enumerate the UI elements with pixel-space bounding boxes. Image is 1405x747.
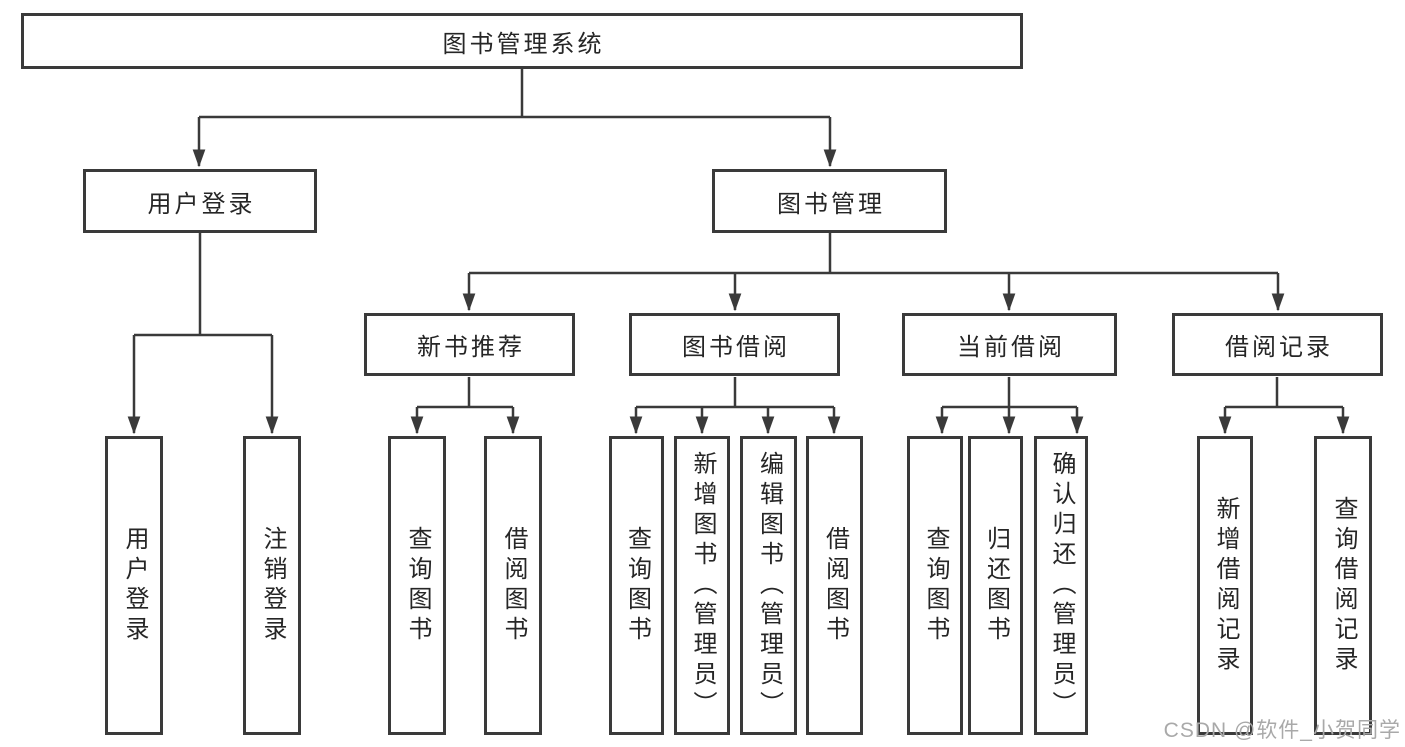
- connector-arrows: [127, 117, 1350, 435]
- node-book-borrowing: 图书借阅: [629, 313, 840, 376]
- leaf-confirm-return-admin: 确认归还（管理员）: [1034, 436, 1088, 735]
- node-current-borrowing: 当前借阅: [902, 313, 1117, 376]
- node-borrowing-records: 借阅记录: [1172, 313, 1383, 376]
- node-user-login: 用户登录: [83, 169, 317, 233]
- leaf-borrow-books: 借阅图书: [484, 436, 542, 735]
- leaf-query-books: 查询图书: [388, 436, 446, 735]
- node-new-book-recommend: 新书推荐: [364, 313, 575, 376]
- leaf-query-books: 查询图书: [907, 436, 963, 735]
- leaf-return-books: 归还图书: [968, 436, 1023, 735]
- leaf-user-login: 用户登录: [105, 436, 163, 735]
- csdn-watermark: CSDN @软件_小贺同学: [1163, 719, 1401, 742]
- leaf-edit-books-admin: 编辑图书（管理员）: [740, 436, 797, 735]
- connector-trunks: [134, 69, 1343, 409]
- leaf-add-borrow-record: 新增借阅记录: [1197, 436, 1253, 735]
- leaf-borrow-books: 借阅图书: [806, 436, 863, 735]
- node-book-management: 图书管理: [712, 169, 947, 233]
- leaf-query-books: 查询图书: [609, 436, 664, 735]
- leaf-logout: 注销登录: [243, 436, 301, 735]
- leaf-query-borrow-record: 查询借阅记录: [1314, 436, 1372, 735]
- leaf-add-books-admin: 新增图书（管理员）: [674, 436, 730, 735]
- node-library-management-system: 图书管理系统: [21, 13, 1023, 69]
